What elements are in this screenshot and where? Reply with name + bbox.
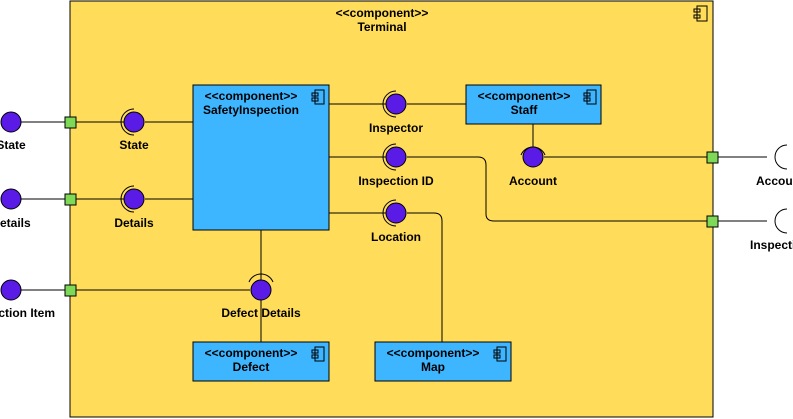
port-inspection[interactable] [706, 215, 719, 228]
external-interface-state[interactable]: State [0, 111, 26, 152]
svg-text:<<component>>: <<component>> [478, 89, 571, 103]
svg-text:Staff: Staff [511, 103, 539, 117]
svg-text:Inspection Item: Inspection Item [0, 306, 55, 320]
svg-text:Account: Account [509, 174, 557, 188]
svg-text:Defect: Defect [233, 360, 270, 374]
terminal-stereotype: <<component>> [336, 6, 429, 20]
svg-text:Location: Location [371, 230, 421, 244]
svg-text:<<component>>: <<component>> [205, 89, 298, 103]
svg-text:Account: Account [756, 174, 793, 188]
port-account[interactable] [706, 151, 719, 164]
interface-account[interactable]: Account [509, 146, 557, 188]
component-safety-inspection[interactable]: <<component>> SafetyInspection [192, 84, 330, 231]
svg-text:SafetyInspection: SafetyInspection [203, 103, 299, 117]
external-interface-details[interactable]: Details [0, 188, 31, 230]
interface-inspection-id[interactable]: Inspection ID [358, 143, 434, 188]
external-required-inspection[interactable]: Inspection [750, 208, 793, 252]
svg-text:Inspection ID: Inspection ID [358, 174, 434, 188]
interface-state[interactable]: State [119, 108, 149, 152]
port-details[interactable] [64, 193, 77, 206]
component-icon [493, 346, 507, 362]
component-icon [693, 5, 708, 22]
component-icon [311, 89, 325, 105]
terminal-name: Terminal [357, 20, 406, 34]
svg-text:<<component>>: <<component>> [205, 346, 298, 360]
component-map[interactable]: <<component>> Map [374, 341, 512, 382]
port-inspection-item[interactable] [64, 284, 77, 297]
external-required-account[interactable]: Account [756, 144, 793, 188]
connectors [21, 103, 767, 342]
interface-details[interactable]: Details [114, 185, 154, 230]
svg-text:<<component>>: <<component>> [387, 346, 480, 360]
svg-text:Inspector: Inspector [369, 121, 423, 135]
svg-text:State: State [0, 138, 26, 152]
component-staff[interactable]: <<component>> Staff [465, 84, 602, 125]
ports [64, 116, 719, 297]
interface-inspector[interactable]: Inspector [369, 90, 423, 135]
svg-text:Details: Details [114, 216, 154, 230]
svg-text:Inspection: Inspection [750, 238, 793, 252]
interface-defect-details[interactable]: Defect Details [221, 273, 301, 320]
svg-text:State: State [119, 138, 149, 152]
svg-text:Details: Details [0, 216, 31, 230]
svg-text:Defect Details: Defect Details [221, 306, 301, 320]
svg-text:Map: Map [421, 360, 445, 374]
interface-location[interactable]: Location [371, 199, 421, 244]
component-defect[interactable]: <<component>> Defect [192, 341, 330, 382]
port-state[interactable] [64, 116, 77, 129]
component-icon [583, 89, 597, 105]
external-interface-inspection-item[interactable]: Inspection Item [0, 279, 55, 320]
component-icon [311, 346, 325, 362]
